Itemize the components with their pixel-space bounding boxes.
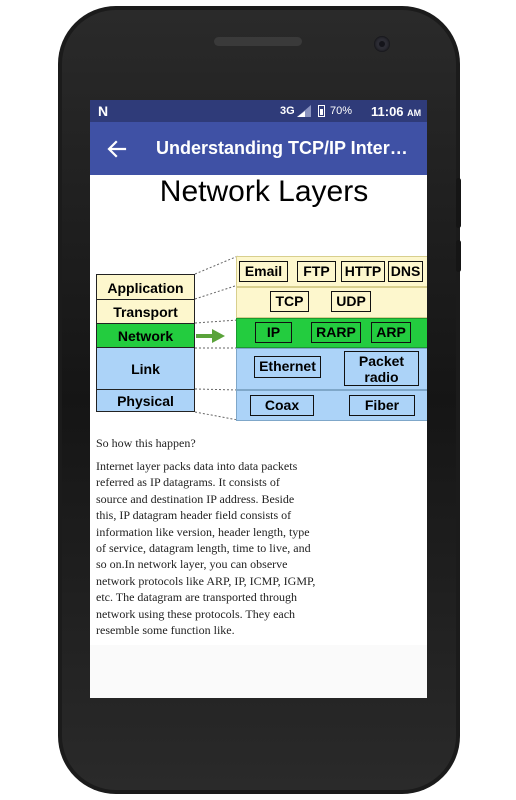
diagram-connectors [194, 255, 239, 421]
diagram-title: Network Layers [159, 175, 369, 208]
protocol-rarp: RARP [311, 322, 361, 343]
earpiece-speaker [214, 37, 302, 46]
article-line: so on.In network layer, you can observe [96, 557, 288, 572]
article-line: network protocols like ARP, IP, ICMP, IG… [96, 573, 316, 588]
notification-icon: N [98, 103, 109, 119]
protocol-tcp: TCP [270, 291, 309, 312]
protocol-http: HTTP [341, 261, 385, 282]
layer-physical: Physical [96, 389, 195, 412]
protocol-dns: DNS [388, 261, 423, 282]
protocol-arp: ARP [371, 322, 411, 343]
content-area: Network Layers Application Transport Net… [90, 175, 427, 645]
bottom-area [90, 645, 427, 698]
layer-network: Network [96, 323, 195, 348]
article-line: information like version, header length,… [96, 524, 310, 539]
protocol-coax: Coax [250, 395, 314, 416]
protocol-fiber: Fiber [349, 395, 415, 416]
article-line: network using these protocols. They each [96, 606, 296, 621]
article-intro: So how this happen? [96, 436, 196, 450]
clock: 11:06 AM [371, 104, 421, 119]
article-line: referred as IP datagrams. It consists of [96, 475, 280, 490]
protocol-ftp: FTP [297, 261, 336, 282]
front-camera [374, 36, 390, 52]
volume-button [456, 178, 461, 228]
article-line: etc. The datagram are transported throug… [96, 590, 298, 605]
article-line: of service, datagram length, time to liv… [96, 541, 311, 556]
page-title: Understanding TCP/IP Inter… [156, 138, 408, 158]
protocol-packet-radio: Packet radio [344, 351, 419, 386]
arrow-right-icon [212, 329, 225, 343]
protocol-ip: IP [255, 322, 292, 343]
layer-application: Application [96, 274, 195, 300]
article-line: this, IP datagram header field consists … [96, 508, 292, 523]
article-line: source and destination IP address. Besid… [96, 491, 295, 506]
layer-link: Link [96, 347, 195, 390]
signal-icon [297, 105, 311, 117]
clock-suffix: AM [407, 108, 422, 118]
battery-icon [318, 105, 325, 117]
power-button [456, 240, 461, 272]
phone-screen: N 3G 70% 11:06 AM Understanding TCP/IP I… [90, 100, 427, 698]
protocol-email: Email [239, 261, 288, 282]
article-line: resemble some function like. [96, 623, 235, 638]
status-bar: N 3G 70% 11:06 AM [90, 100, 427, 122]
arrow-left-icon[interactable] [104, 136, 130, 162]
layer-transport: Transport [96, 299, 195, 324]
article-line: Internet layer packs data into data pack… [96, 459, 298, 473]
clock-time: 11:06 [371, 104, 404, 119]
battery-percent: 70% [330, 105, 353, 117]
app-bar: Understanding TCP/IP Inter… [90, 122, 427, 175]
protocol-ethernet: Ethernet [254, 356, 321, 378]
protocol-udp: UDP [331, 291, 371, 312]
network-type: 3G [280, 105, 295, 117]
article-body: Internet layer packs data into data pack… [96, 458, 346, 638]
